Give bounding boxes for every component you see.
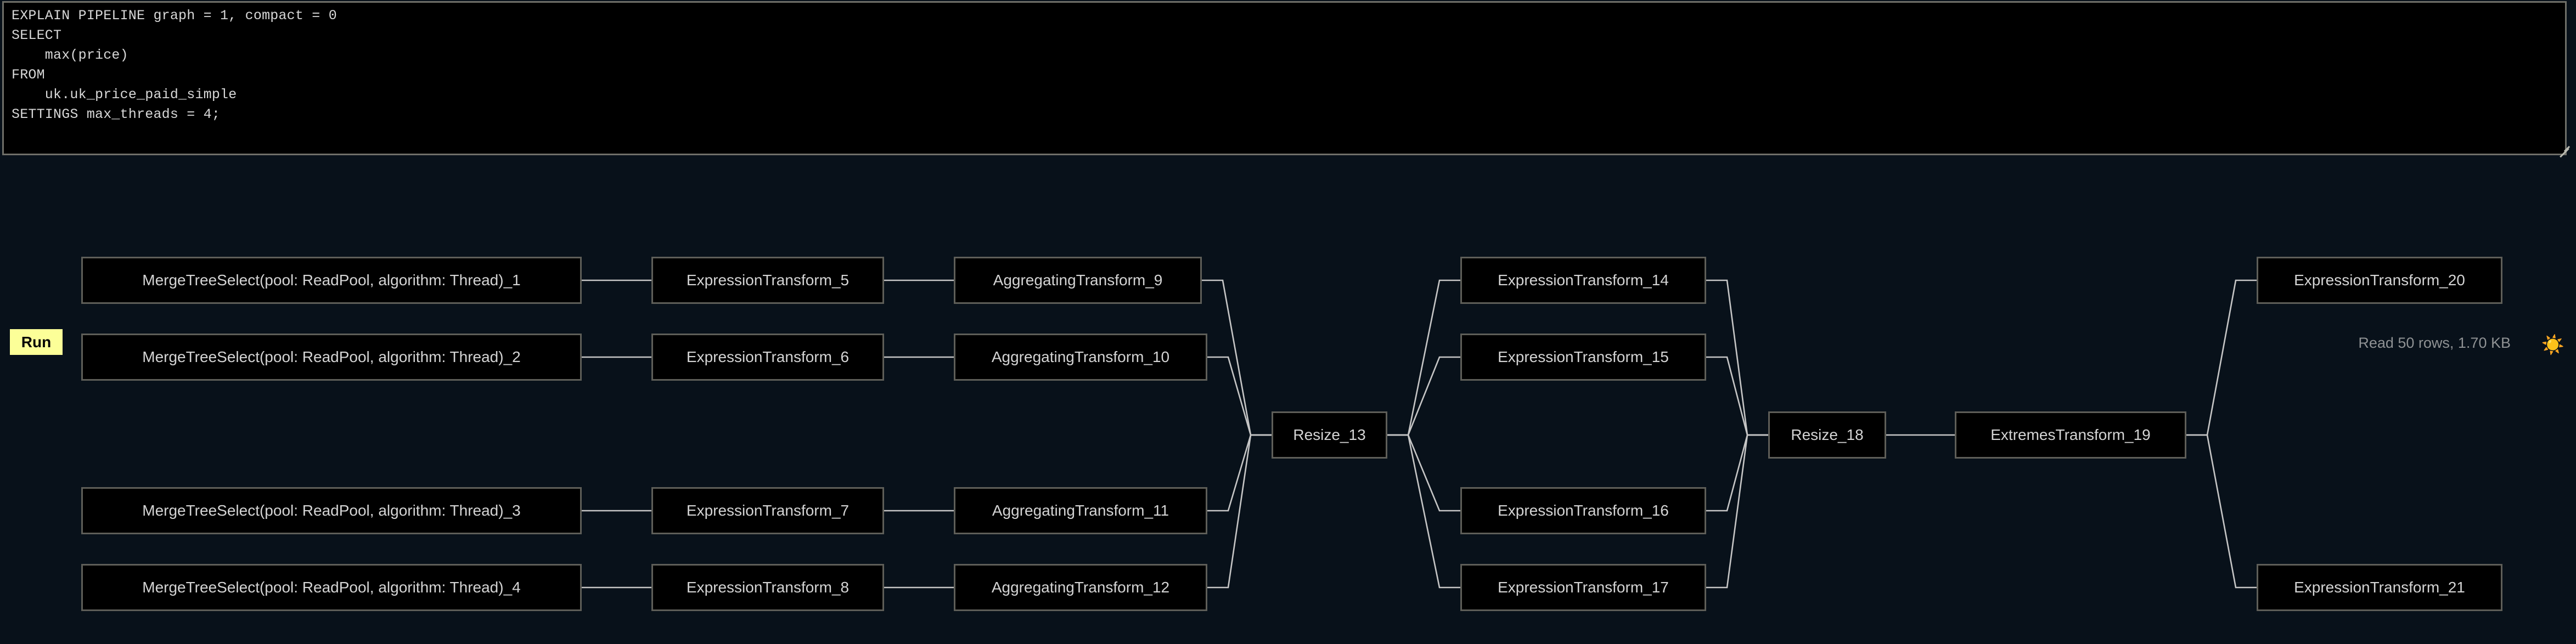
graph-edge bbox=[2186, 434, 2257, 589]
graph-edge bbox=[1387, 434, 1460, 512]
graph-node-label: ExpressionTransform_15 bbox=[1498, 348, 1669, 365]
graph-edge bbox=[1207, 356, 1272, 436]
query-toolbar: Run (Ctrl/Cmd+Enter) 0.00 sec. Read 50 r… bbox=[0, 160, 2576, 355]
graph-node-label: ExpressionTransform_5 bbox=[686, 272, 850, 289]
graph-node-ag12[interactable]: AggregatingTransform_12 bbox=[954, 564, 1207, 611]
graph-node-label: ExpressionTransform_20 bbox=[2294, 272, 2465, 289]
graph-node-mts2[interactable]: MergeTreeSelect(pool: ReadPool, algorith… bbox=[81, 334, 582, 381]
read-stats-label: Read 50 rows, 1.70 KB bbox=[2358, 335, 2511, 351]
graph-edge bbox=[1706, 356, 1768, 436]
graph-node-et5[interactable]: ExpressionTransform_5 bbox=[651, 257, 884, 304]
graph-node-rs13[interactable]: Resize_13 bbox=[1272, 411, 1387, 459]
pipeline-graph: MergeTreeSelect(pool: ReadPool, algorith… bbox=[0, 203, 2576, 644]
graph-node-label: MergeTreeSelect(pool: ReadPool, algorith… bbox=[142, 272, 521, 289]
graph-node-label: ExpressionTransform_17 bbox=[1498, 579, 1669, 596]
sql-editor-container: EXPLAIN PIPELINE graph = 1, compact = 0 … bbox=[0, 0, 2576, 160]
sun-icon[interactable]: ☀️ bbox=[2541, 335, 2565, 355]
graph-node-ag11[interactable]: AggregatingTransform_11 bbox=[954, 487, 1207, 534]
graph-node-label: Resize_13 bbox=[1293, 426, 1366, 443]
graph-node-et16[interactable]: ExpressionTransform_16 bbox=[1460, 487, 1706, 534]
graph-node-label: MergeTreeSelect(pool: ReadPool, algorith… bbox=[142, 502, 521, 519]
graph-node-et6[interactable]: ExpressionTransform_6 bbox=[651, 334, 884, 381]
graph-node-label: ExpressionTransform_21 bbox=[2294, 579, 2465, 596]
graph-node-label: ExpressionTransform_8 bbox=[686, 579, 850, 596]
graph-node-label: Resize_18 bbox=[1791, 426, 1864, 443]
graph-node-ex19[interactable]: ExtremesTransform_19 bbox=[1955, 411, 2186, 459]
graph-node-label: AggregatingTransform_12 bbox=[991, 579, 1170, 596]
graph-node-et15[interactable]: ExpressionTransform_15 bbox=[1460, 334, 1706, 381]
graph-node-et14[interactable]: ExpressionTransform_14 bbox=[1460, 257, 1706, 304]
graph-node-et8[interactable]: ExpressionTransform_8 bbox=[651, 564, 884, 611]
graph-node-rs18[interactable]: Resize_18 bbox=[1768, 411, 1886, 459]
graph-edge bbox=[1387, 434, 1460, 589]
graph-edges bbox=[582, 279, 2257, 589]
graph-node-et17[interactable]: ExpressionTransform_17 bbox=[1460, 564, 1706, 611]
graph-node-et21[interactable]: ExpressionTransform_21 bbox=[2257, 564, 2502, 611]
graph-node-mts3[interactable]: MergeTreeSelect(pool: ReadPool, algorith… bbox=[81, 487, 582, 534]
graph-edge bbox=[1706, 434, 1768, 512]
graph-node-mts4[interactable]: MergeTreeSelect(pool: ReadPool, algorith… bbox=[81, 564, 582, 611]
graph-edge bbox=[1207, 434, 1272, 589]
run-button[interactable]: Run bbox=[10, 329, 63, 355]
graph-edge bbox=[1706, 434, 1768, 589]
graph-node-ag9[interactable]: AggregatingTransform_9 bbox=[954, 257, 1202, 304]
graph-edge bbox=[2186, 279, 2257, 436]
graph-node-label: ExtremesTransform_19 bbox=[1990, 426, 2151, 443]
graph-node-mts1[interactable]: MergeTreeSelect(pool: ReadPool, algorith… bbox=[81, 257, 582, 304]
graph-node-label: ExpressionTransform_14 bbox=[1498, 272, 1669, 289]
graph-node-ag10[interactable]: AggregatingTransform_10 bbox=[954, 334, 1207, 381]
graph-node-label: AggregatingTransform_9 bbox=[993, 272, 1163, 289]
graph-node-label: MergeTreeSelect(pool: ReadPool, algorith… bbox=[142, 579, 521, 596]
graph-node-et20[interactable]: ExpressionTransform_20 bbox=[2257, 257, 2502, 304]
graph-node-label: AggregatingTransform_10 bbox=[991, 348, 1170, 365]
graph-node-et7[interactable]: ExpressionTransform_7 bbox=[651, 487, 884, 534]
graph-edge bbox=[1207, 434, 1272, 512]
graph-node-label: MergeTreeSelect(pool: ReadPool, algorith… bbox=[142, 348, 521, 365]
graph-edge bbox=[1387, 356, 1460, 436]
graph-node-label: AggregatingTransform_11 bbox=[992, 502, 1169, 519]
graph-node-label: ExpressionTransform_7 bbox=[686, 502, 850, 519]
graph-node-label: ExpressionTransform_16 bbox=[1498, 502, 1669, 519]
graph-node-label: ExpressionTransform_6 bbox=[686, 348, 850, 365]
sql-query-input[interactable]: EXPLAIN PIPELINE graph = 1, compact = 0 … bbox=[2, 1, 2567, 155]
